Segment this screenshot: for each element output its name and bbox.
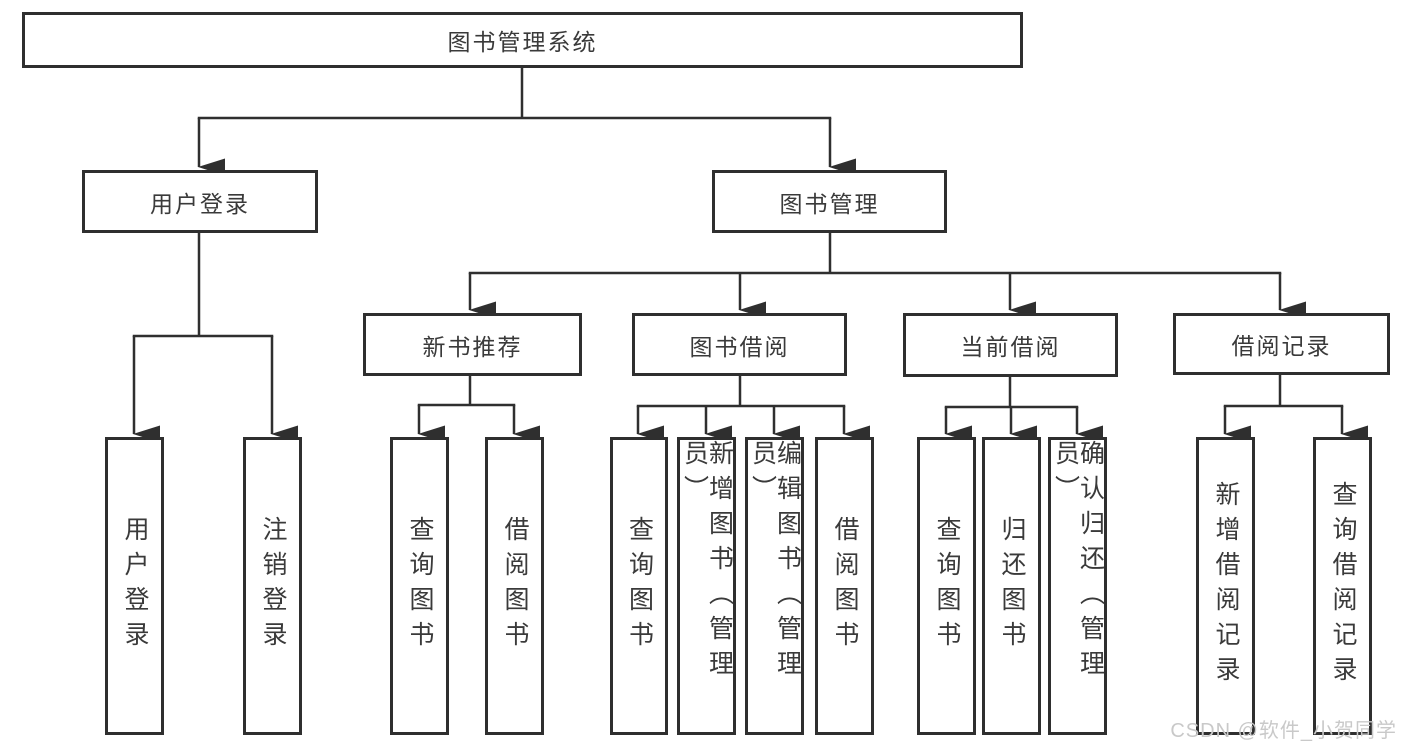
node-book-borrow: 图书借阅 [632, 313, 847, 376]
node-new-book-rec: 新书推荐 [363, 313, 582, 376]
leaf-confirm-return-admin: 确认归还（管理员） [1048, 437, 1107, 735]
node-root-system: 图书管理系统 [22, 12, 1023, 68]
node-book-mgmt: 图书管理 [712, 170, 947, 233]
node-user-login: 用户登录 [82, 170, 318, 233]
leaf-logout: 注销登录 [243, 437, 302, 735]
leaf-return-book: 归还图书 [982, 437, 1041, 735]
leaf-query-borrow-record: 查询借阅记录 [1313, 437, 1372, 735]
leaf-query-book: 查询图书 [917, 437, 976, 735]
leaf-borrow-book: 借阅图书 [485, 437, 544, 735]
node-current-borrow: 当前借阅 [903, 313, 1118, 377]
leaf-query-book: 查询图书 [390, 437, 449, 735]
leaf-edit-book-admin: 编辑图书（管理员） [745, 437, 804, 735]
leaf-borrow-book: 借阅图书 [815, 437, 874, 735]
node-borrow-record: 借阅记录 [1173, 313, 1390, 375]
csdn-watermark: CSDN @软件_小贺同学 [1170, 720, 1397, 742]
leaf-query-book: 查询图书 [610, 437, 668, 735]
leaf-add-book-admin: 新增图书（管理员） [677, 437, 736, 735]
leaf-add-borrow-record: 新增借阅记录 [1196, 437, 1255, 735]
leaf-user-login: 用户登录 [105, 437, 164, 735]
